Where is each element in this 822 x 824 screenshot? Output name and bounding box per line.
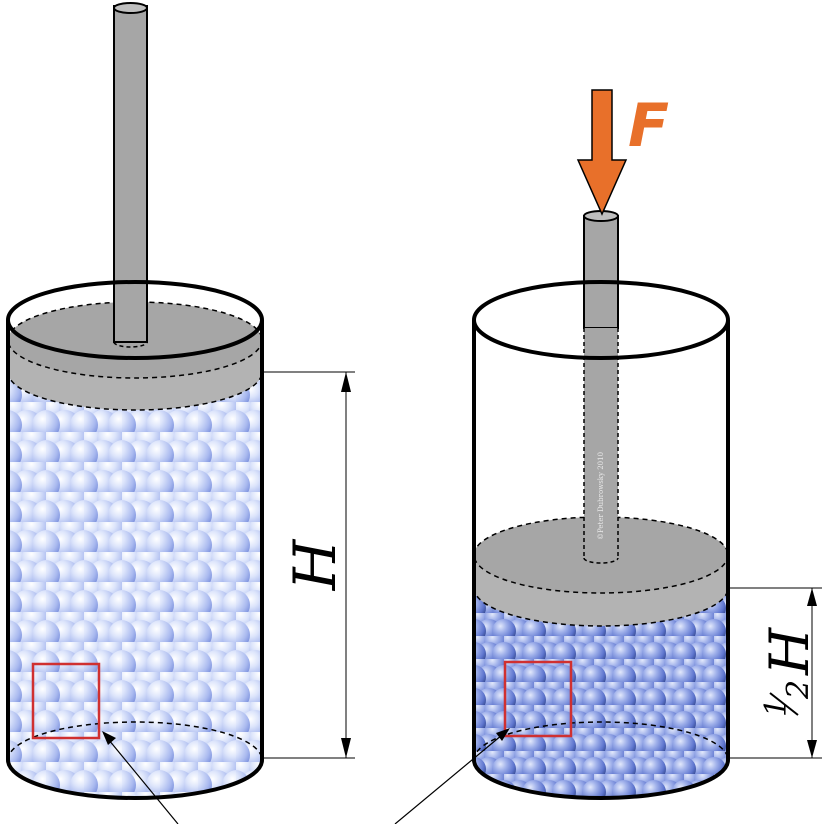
right-sample-box (503, 660, 573, 738)
height-label-h: H (281, 538, 349, 591)
down-arrow-icon (576, 89, 628, 216)
left-bottom-back-edge (7, 721, 263, 761)
half-label-denominator: 2 (781, 680, 816, 700)
left-gas-particles (8, 372, 262, 798)
right-bottom-back-edge (473, 721, 729, 761)
left-sample-box (31, 662, 101, 740)
right-piston-rod: ©Peter Dubrowsky 2010 (583, 210, 619, 564)
force-label: F (628, 91, 669, 161)
left-piston-rod (113, 2, 148, 348)
half-label-h: H (758, 627, 821, 676)
force-arrow: F (576, 89, 669, 216)
credit-text: ©Peter Dubrowsky 2010 (597, 452, 605, 540)
right-cylinder: ©Peter Dubrowsky 2010 (472, 210, 730, 800)
left-cylinder (6, 2, 264, 800)
height-dimension-full: H (262, 371, 355, 759)
height-dimension-half: 1 2 H (728, 587, 822, 759)
half-label-numerator: 1 (759, 698, 794, 717)
pointer-lines (102, 728, 510, 824)
